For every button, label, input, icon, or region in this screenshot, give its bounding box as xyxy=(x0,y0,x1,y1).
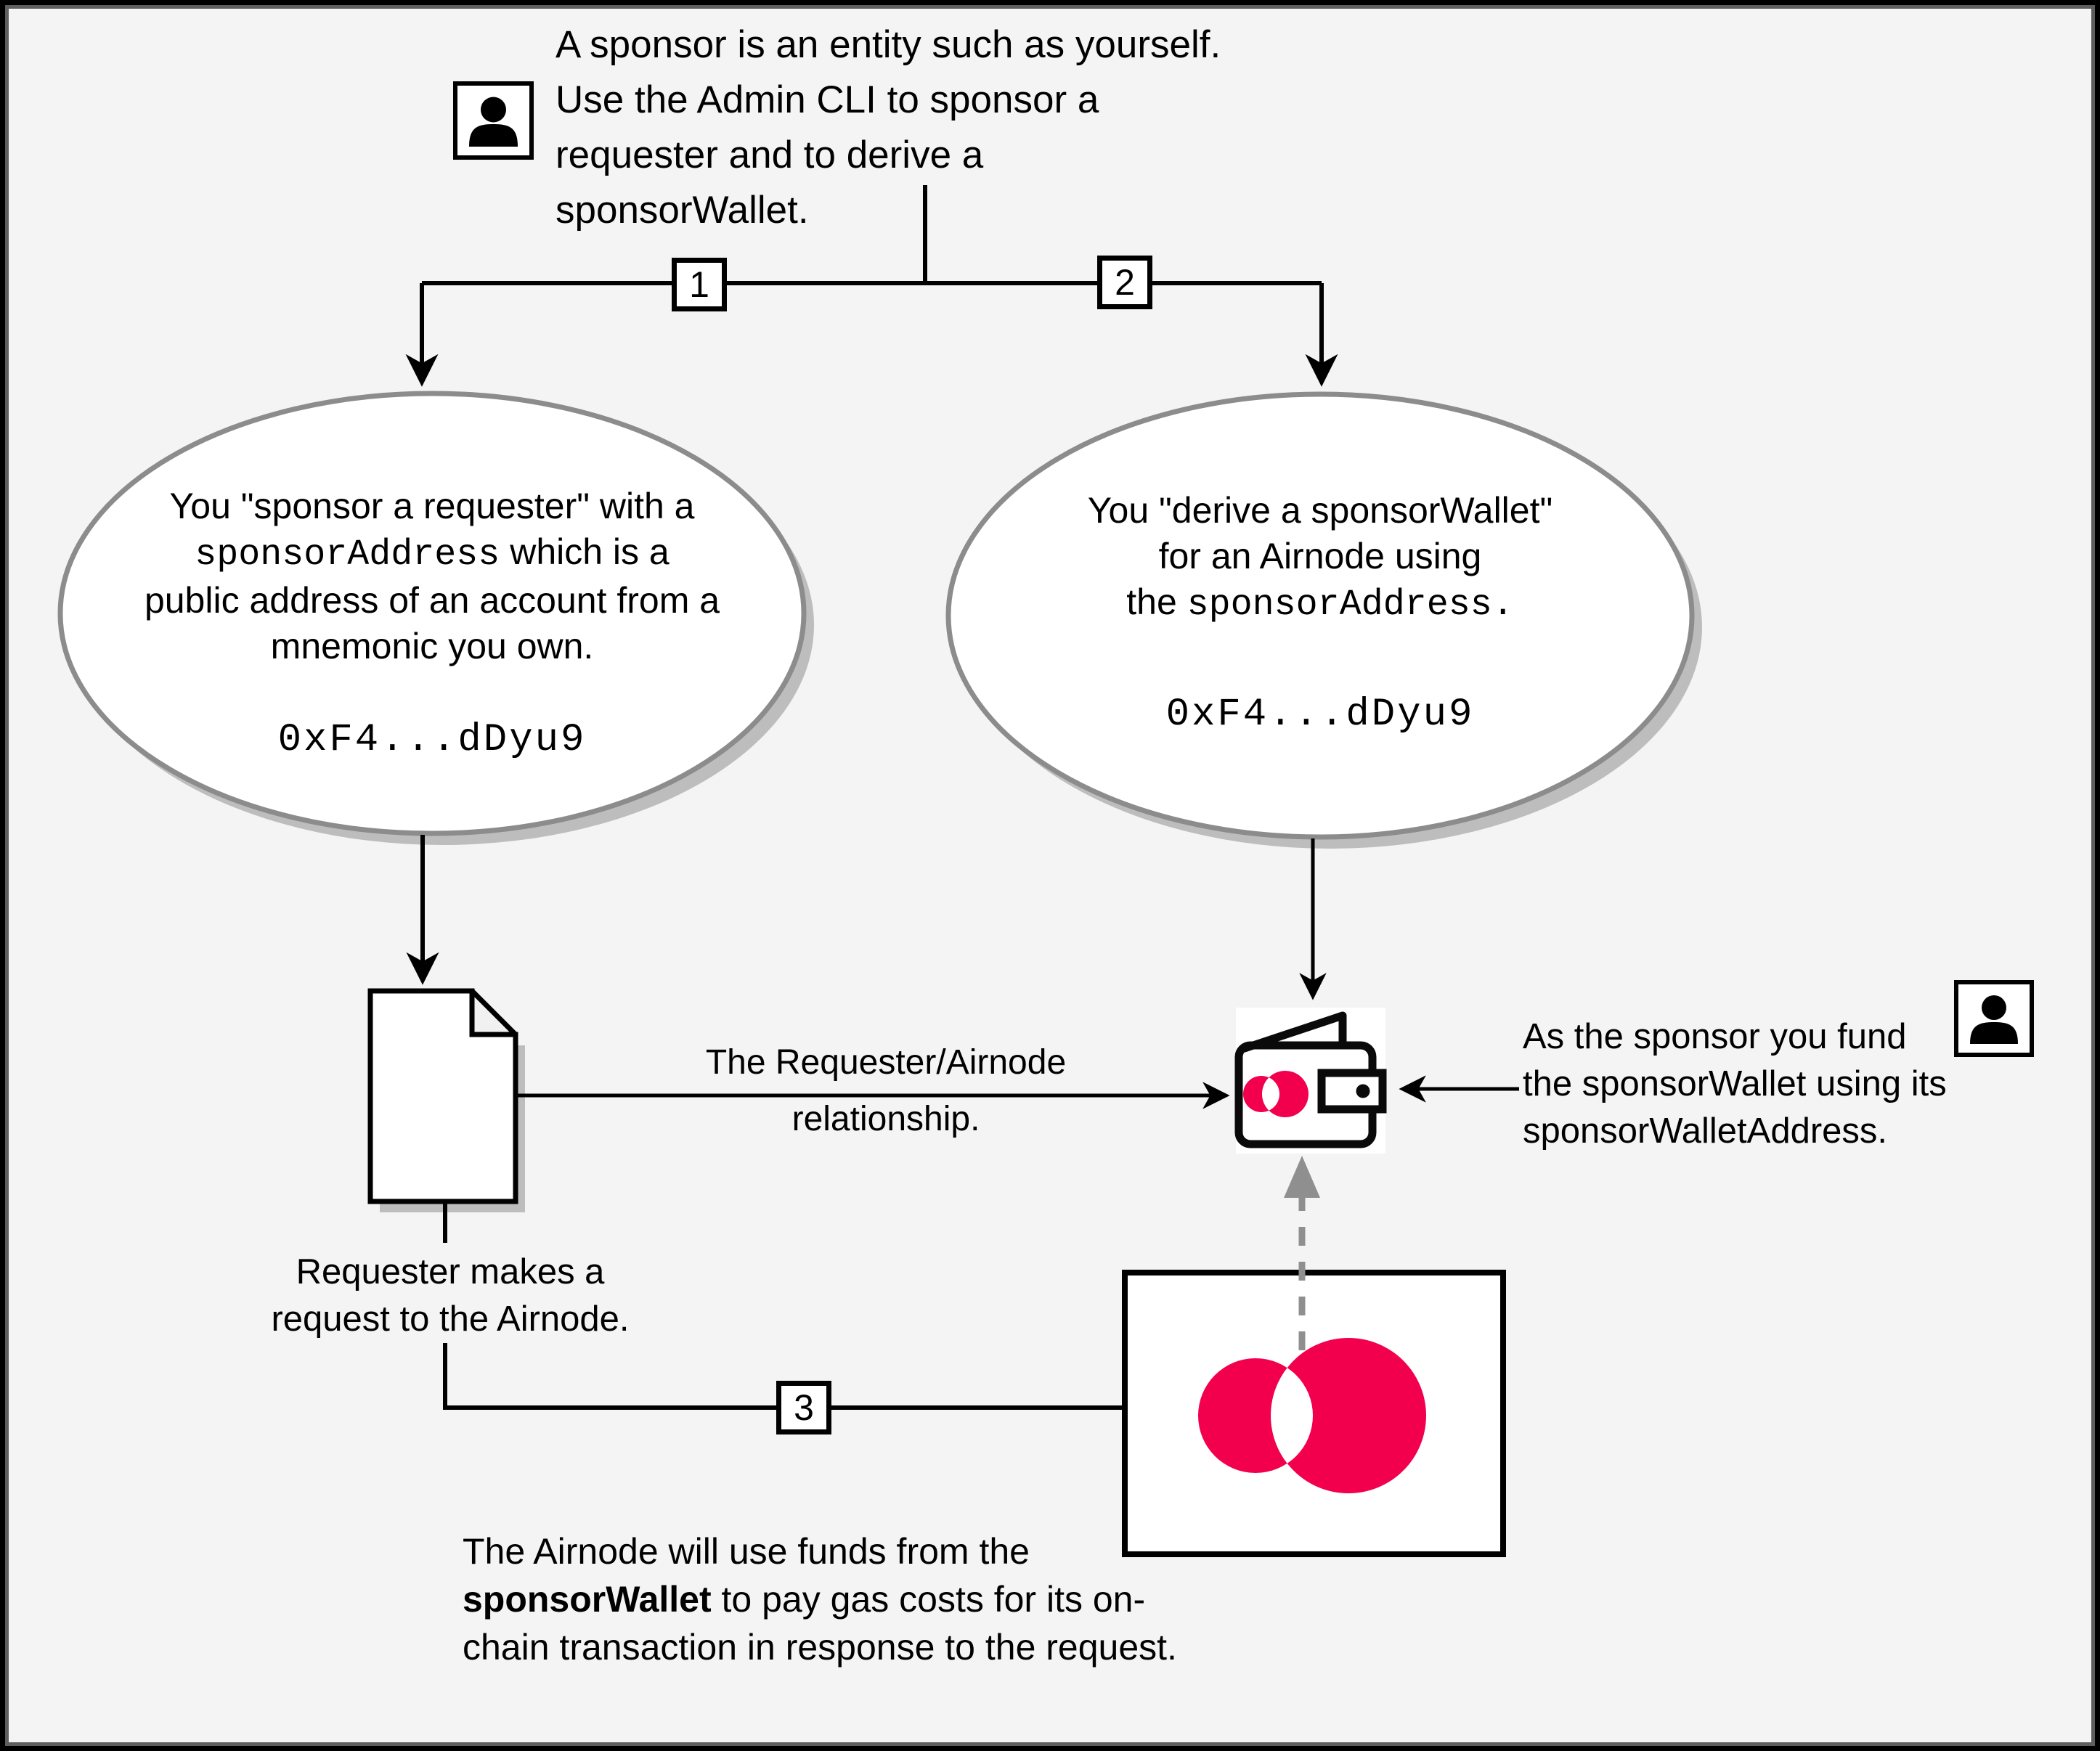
wallet-icon xyxy=(1234,1008,1387,1154)
requester-request-connector xyxy=(443,1201,1187,1424)
intro-line: A sponsor is an entity such as yourself. xyxy=(555,23,1221,66)
intro-line: Use the Admin CLI to sponsor a xyxy=(555,78,1099,121)
step-number: 2 xyxy=(1115,262,1135,303)
bubble-line: the sponsorAddress. xyxy=(985,579,1656,628)
bubble-line: You "derive a sponsorWallet" xyxy=(1087,490,1553,531)
step-connector-tree xyxy=(405,185,1338,387)
bubble-line: mnemonic you own. xyxy=(270,626,594,666)
relationship-label-line1: The Requester/Airnode xyxy=(705,1043,1067,1082)
wallet-flap xyxy=(1240,1011,1347,1053)
sponsor-requester-bubble-text: You "sponsor a requester" with a sponsor… xyxy=(97,483,768,763)
bubble-line: public address of an account from a xyxy=(144,580,720,621)
bold-sponsor-wallet: sponsorWallet xyxy=(463,1579,712,1620)
bubble-line: sponsorAddress which is a xyxy=(97,529,768,578)
step-badge-3: 3 xyxy=(776,1381,831,1434)
note-line: sponsorWalletAddress. xyxy=(1523,1111,1888,1151)
sponsor-requester-bubble xyxy=(57,391,814,845)
bubble-line: You "sponsor a requester" with a xyxy=(169,486,695,526)
step-badge-2: 2 xyxy=(1097,256,1152,309)
sponsor-address-value: 0xF4...dDyu9 xyxy=(277,718,587,762)
step-number: 3 xyxy=(794,1387,814,1428)
person-icon xyxy=(453,81,534,160)
wallet-clasp xyxy=(1317,1069,1387,1114)
fund-note: As the sponsor you fund the sponsorWalle… xyxy=(1523,1013,1947,1155)
gas-note: The Airnode will use funds from the spon… xyxy=(463,1527,1177,1671)
airnode-box xyxy=(1122,1270,1506,1557)
bubble-line: for an Airnode using xyxy=(1158,536,1482,576)
bubble-line-prefix: the xyxy=(1126,581,1187,622)
note-line: The Airnode will use funds from the xyxy=(463,1531,1030,1572)
dashed-arrow-airnode-to-wallet xyxy=(1284,1156,1320,1350)
bubble-shape xyxy=(57,391,807,836)
wallet-api3-logo-icon xyxy=(1243,1071,1309,1117)
sponsor-address-value: 0xF4...dDyu9 xyxy=(1165,693,1475,737)
code-sponsor-address: sponsorAddress. xyxy=(1187,584,1514,626)
label-line: Requester makes a xyxy=(296,1252,605,1291)
note-line: chain transaction in response to the req… xyxy=(463,1627,1177,1668)
bubble-shape xyxy=(945,391,1695,840)
requester-request-label: Requester makes a request to the Airnode… xyxy=(196,1249,704,1343)
person-icon xyxy=(1954,980,2034,1057)
code-sponsor-address: sponsorAddress xyxy=(195,534,500,576)
derive-wallet-bubble-text: You "derive a sponsorWallet" for an Airn… xyxy=(985,488,1656,738)
derive-wallet-bubble xyxy=(945,391,1702,849)
note-line: the sponsorWallet using its xyxy=(1523,1064,1947,1103)
arrow-request-to-airnode xyxy=(443,1341,1187,1424)
note-line-rest: to pay gas costs for its on- xyxy=(711,1579,1146,1620)
intro-line: sponsorWallet. xyxy=(555,189,809,232)
intro-line: requester and to derive a xyxy=(555,134,984,176)
document-fold xyxy=(469,988,518,1037)
intro-note: A sponsor is an entity such as yourself.… xyxy=(555,17,1221,238)
note-line: As the sponsor you fund xyxy=(1523,1017,1907,1056)
step-badge-1: 1 xyxy=(672,258,727,311)
relationship-label-line2: relationship. xyxy=(791,1100,980,1138)
step-number: 1 xyxy=(689,264,709,305)
document-icon xyxy=(367,988,525,1212)
note-line: sponsorWallet to pay gas costs for its o… xyxy=(463,1575,1177,1623)
airnode-logo-icon xyxy=(1198,1338,1426,1493)
label-line: request to the Airnode. xyxy=(271,1299,630,1339)
bubble-line-rest: which is a xyxy=(500,531,670,572)
wallet-clasp-button xyxy=(1356,1084,1370,1098)
